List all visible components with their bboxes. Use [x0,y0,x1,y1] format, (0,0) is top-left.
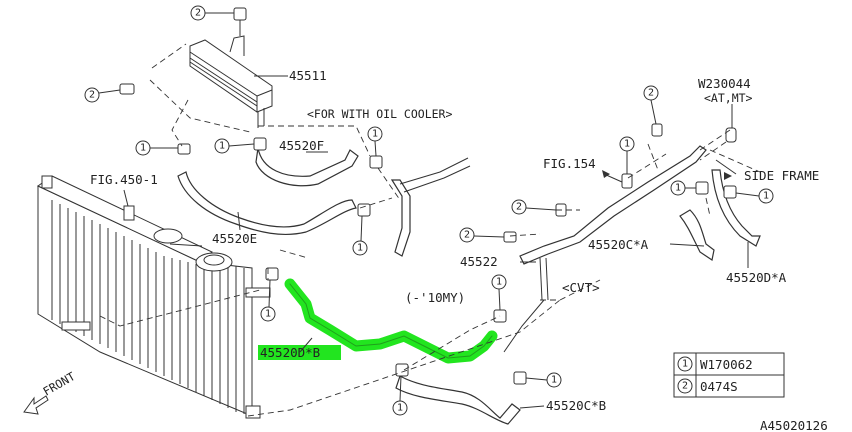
legend-code-1: W170062 [700,357,753,372]
label-45520F: 45520F [279,138,324,153]
front-arrow-icon: FRONT [23,369,78,415]
svg-text:2: 2 [89,90,95,101]
svg-text:1: 1 [551,375,557,386]
svg-text:1: 1 [140,143,146,154]
label-atmt: <AT,MT> [704,91,753,105]
svg-text:2: 2 [682,381,688,392]
legend-table: 1 2 W170062 0474S [673,352,785,398]
hose-45520CA [679,209,715,261]
leader-lines [123,75,749,409]
legend-callout-1: 1 [677,356,693,372]
callout-1-a: 1 [135,140,151,156]
label-45520DB: 45520D*B [260,345,320,360]
label-10my: (-'10MY) [405,290,465,305]
callout-1-k: 1 [758,188,774,204]
hose-45520DB-highlighted [258,278,498,364]
callout-2-top: 2 [190,5,206,21]
svg-text:1: 1 [496,277,502,288]
label-diagram-code: A45020126 [760,418,828,432]
label-45520CB: 45520C*B [546,398,606,413]
label-45520DA: 45520D*A [726,270,787,285]
svg-text:1: 1 [219,141,225,152]
clamps [119,7,737,385]
label-fig450: FIG.450-1 [90,172,158,187]
label-fig154: FIG.154 [543,156,596,171]
label-side-frame: SIDE FRAME [744,168,819,183]
callout-2-left: 2 [84,87,100,103]
svg-text:1: 1 [675,183,681,194]
svg-text:2: 2 [648,88,654,99]
svg-text:2: 2 [516,202,522,213]
oil-cooler [189,20,273,128]
hose-45520CB [395,375,521,425]
label-w230044: W230044 [698,76,751,91]
hose-45520F [255,147,359,187]
label-for-oil-cooler: <FOR WITH OIL COOLER> [307,107,452,121]
callout-2-mid-b: 2 [459,227,475,243]
legend-callout-2: 2 [677,378,693,394]
svg-text:1: 1 [682,359,688,370]
callout-1-g: 1 [392,400,408,416]
label-45511: 45511 [289,68,327,83]
callout-1-d: 1 [352,240,368,256]
callout-2-right: 2 [643,85,659,101]
callout-1-f: 1 [491,274,507,290]
callout-1-c: 1 [367,126,383,142]
radiator [37,175,271,419]
label-45522: 45522 [460,254,498,269]
hose-45520E [177,171,357,235]
callout-1-h: 1 [546,372,562,388]
svg-text:1: 1 [624,139,630,150]
callout-1-i: 1 [619,136,635,152]
callout-1-e: 1 [260,306,276,322]
label-45520CA: 45520C*A [588,237,649,252]
label-front: FRONT [41,369,78,398]
label-45520E: 45520E [212,231,257,246]
callout-1-j: 1 [670,180,686,196]
svg-text:1: 1 [763,191,769,202]
svg-text:2: 2 [195,8,201,19]
svg-text:1: 1 [357,243,363,254]
svg-text:1: 1 [397,403,403,414]
legend-code-2: 0474S [700,379,738,394]
pipe-45522 [390,145,707,353]
callout-1-b: 1 [214,138,230,154]
svg-text:1: 1 [372,129,378,140]
svg-text:1: 1 [265,309,271,320]
dashed-guides [99,43,761,417]
label-cvt: <CVT> [562,280,600,295]
callout-2-mid-a: 2 [511,199,527,215]
svg-text:2: 2 [464,230,470,241]
